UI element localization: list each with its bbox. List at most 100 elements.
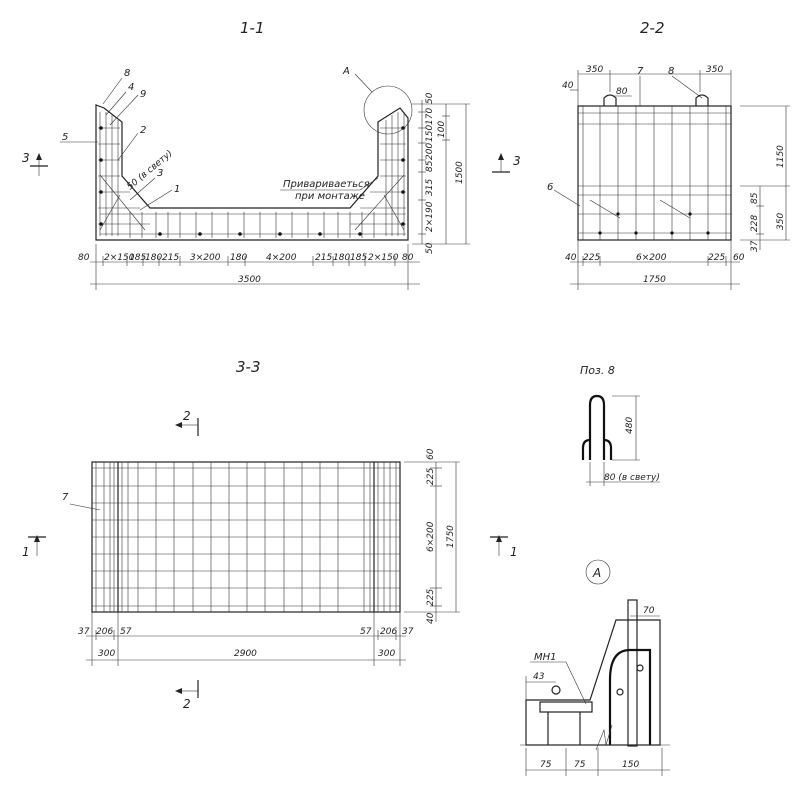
right-dims-3-3 bbox=[404, 461, 460, 622]
dim-top-350-left: 350 bbox=[586, 65, 603, 75]
detail-a-plate bbox=[539, 701, 593, 713]
detail-a-loop bbox=[608, 648, 652, 745]
dim-185-left: 185 bbox=[129, 253, 146, 263]
dim-185-right: 185 bbox=[350, 253, 367, 263]
top-dims-2-2 bbox=[553, 70, 732, 207]
bottom-dim-chain-1-1 bbox=[90, 244, 420, 290]
bottom-dims-3-3 bbox=[86, 612, 406, 666]
position-3-label: 3 bbox=[157, 168, 163, 179]
position-7-label-2-2: 7 bbox=[637, 66, 644, 77]
bottom-slab-rebar bbox=[100, 212, 406, 238]
dim-180-mid: 180 bbox=[230, 253, 247, 263]
detail-a-vertical-bar bbox=[627, 599, 638, 747]
inner-clear-dim: 50 (в свету) bbox=[126, 149, 175, 193]
rebar-dots-1-1 bbox=[99, 126, 405, 236]
detail-a-concrete bbox=[525, 619, 661, 746]
dim-2-2-85: 85 bbox=[750, 192, 760, 204]
weld-note-line1: Привариваеться bbox=[283, 179, 370, 190]
detail-a-dim-150: 150 bbox=[622, 760, 639, 770]
plan-rebar-grid bbox=[92, 462, 400, 612]
position-leaders-1-1 bbox=[60, 77, 173, 211]
position-7-label-3-3: 7 bbox=[62, 492, 69, 503]
cut-marker-1-right: 1 bbox=[490, 535, 518, 559]
detail-a: A МН1 70 43 75 75 150 bbox=[520, 559, 670, 776]
svg-text:1: 1 bbox=[510, 545, 518, 559]
dim-3-3-37-left: 37 bbox=[78, 627, 90, 637]
right-wall-rebar bbox=[350, 112, 406, 236]
detail-a-dim-70: 70 bbox=[643, 606, 655, 616]
position-8-label: 8 bbox=[124, 68, 130, 79]
lifting-loop-right bbox=[695, 94, 709, 106]
bottom-dims-2-2 bbox=[570, 240, 740, 290]
dim-215-left: 215 bbox=[162, 253, 179, 263]
svg-text:2: 2 bbox=[183, 697, 191, 711]
dim-r-2x190: 2×190 bbox=[425, 201, 435, 232]
dim-r-1500: 1500 bbox=[455, 161, 465, 184]
svg-text:2: 2 bbox=[183, 409, 191, 423]
dim-3-3-37-right: 37 bbox=[402, 627, 414, 637]
poz-8-height-dim: 480 bbox=[625, 417, 635, 434]
dim-r-50-top: 50 bbox=[425, 92, 435, 104]
dim-r-200: 200 bbox=[425, 143, 435, 160]
dim-2-2-225-left: 225 bbox=[583, 253, 600, 263]
dim-2-2-228: 228 bbox=[750, 215, 760, 232]
cut-marker-3-2-2: 3 bbox=[492, 153, 521, 173]
dim-2-2-60: 60 bbox=[733, 253, 745, 263]
poz-8-loop-shape bbox=[581, 394, 613, 460]
dim-2-2-40: 40 bbox=[565, 253, 577, 263]
position-6-label: 6 bbox=[547, 182, 553, 193]
detail-a-badge bbox=[585, 559, 611, 585]
dim-180-left: 180 bbox=[145, 253, 162, 263]
position-5-label: 5 bbox=[62, 132, 68, 143]
right-dim-chain-1-1 bbox=[412, 100, 470, 245]
section-3-3: 3-3 2 2 1 1 7 bbox=[22, 358, 518, 711]
dim-r-315: 315 bbox=[425, 179, 435, 196]
dim-3-3-57-left: 57 bbox=[120, 627, 132, 637]
dim-2x150-left: 2×150 bbox=[104, 253, 135, 263]
dim-180-right: 180 bbox=[333, 253, 350, 263]
dim-2-2-6x200: 6×200 bbox=[636, 253, 667, 263]
dim-3-3-300-left: 300 bbox=[98, 649, 115, 659]
dim-80-left: 80 bbox=[78, 253, 90, 263]
dim-2x150-right: 2×150 bbox=[368, 253, 399, 263]
svg-text:3: 3 bbox=[513, 154, 521, 168]
cut-marker-3-left: 3 bbox=[22, 151, 48, 176]
dim-3-3-206-right: 206 bbox=[380, 627, 397, 637]
right-dims-2-2 bbox=[740, 105, 790, 250]
cut-marker-2-bottom: 2 bbox=[175, 680, 199, 711]
dim-2-2-1750: 1750 bbox=[643, 275, 666, 285]
dim-215-right: 215 bbox=[315, 253, 332, 263]
callout-a-label: A bbox=[342, 66, 350, 77]
dim-r-170: 170 bbox=[425, 108, 435, 125]
section-1-1-title: 1-1 bbox=[240, 19, 265, 37]
dim-2-2-37: 37 bbox=[750, 240, 760, 252]
dim-3-3-225-bottom: 225 bbox=[426, 589, 436, 606]
detail-a-mn1-label: МН1 bbox=[534, 652, 557, 663]
rebar-dots-2-2 bbox=[598, 212, 710, 235]
dim-2-2-350: 350 bbox=[776, 213, 786, 230]
svg-text:1: 1 bbox=[22, 545, 30, 559]
poz-8-detail: Поз. 8 480 80 (в свету) bbox=[580, 364, 660, 486]
dim-top-350-right: 350 bbox=[706, 65, 723, 75]
dim-3-3-225-top: 225 bbox=[426, 468, 436, 485]
dim-2-2-1150: 1150 bbox=[776, 145, 786, 168]
detail-a-dim-75-left: 75 bbox=[540, 760, 552, 770]
dim-3-3-57-right: 57 bbox=[360, 627, 372, 637]
cut-marker-1-left: 1 bbox=[22, 535, 46, 559]
dim-80-right: 80 bbox=[402, 253, 414, 263]
position-9-label: 9 bbox=[140, 89, 146, 100]
dim-left-40: 40 bbox=[562, 81, 574, 91]
detail-a-title: A bbox=[592, 566, 601, 580]
dim-3-3-300-right: 300 bbox=[378, 649, 395, 659]
section-2-2-rebar bbox=[578, 106, 731, 240]
dim-4x200: 4×200 bbox=[266, 253, 297, 263]
position-4-label: 4 bbox=[128, 82, 134, 93]
section-2-2-outline bbox=[577, 105, 732, 241]
detail-a-dim-43: 43 bbox=[533, 672, 545, 682]
section-1-1: 1-1 bbox=[22, 19, 470, 290]
dim-3-3-1750: 1750 bbox=[446, 525, 456, 548]
dim-2-2-225-right: 225 bbox=[708, 253, 725, 263]
position-1-label: 1 bbox=[174, 184, 180, 195]
dim-3-3-60: 60 bbox=[426, 448, 436, 460]
